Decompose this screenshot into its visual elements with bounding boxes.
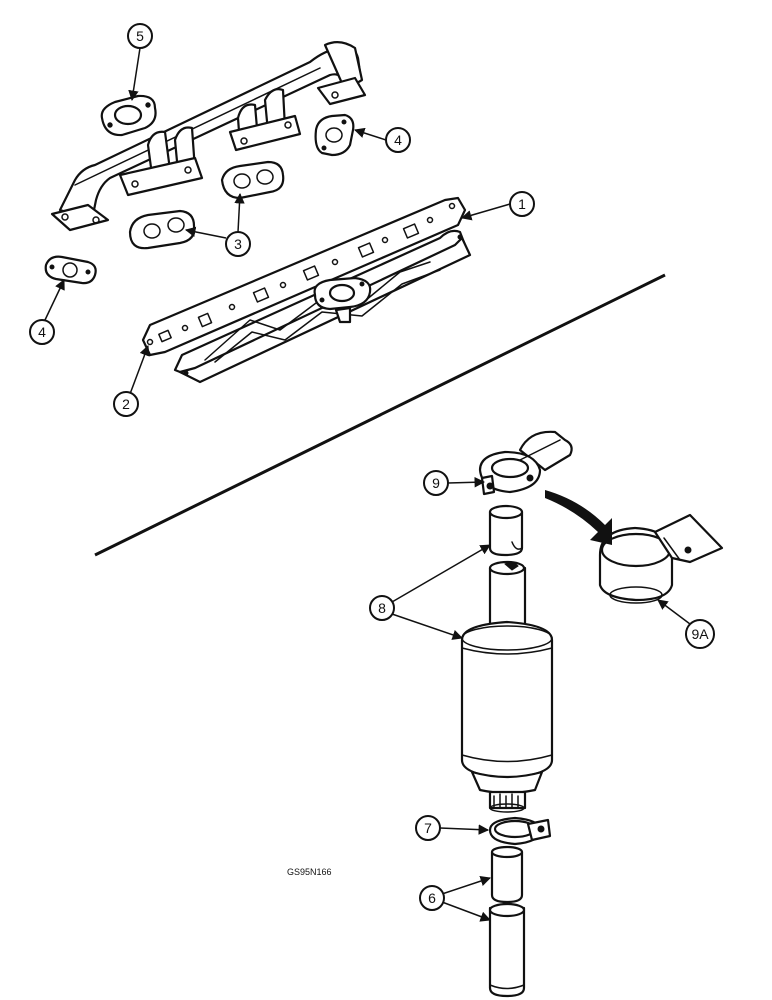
callout-2 — [113, 391, 139, 417]
gasket-3-left — [128, 209, 196, 250]
callout-5 — [127, 23, 153, 49]
gasket-4-lower — [44, 255, 97, 285]
transition-arrow — [545, 490, 612, 545]
gasket-4-upper — [314, 113, 355, 157]
callout-3 — [225, 231, 251, 257]
callout-4-upper — [385, 127, 411, 153]
callout-1-label: 1 — [518, 196, 526, 212]
figure-code: GS95N166 — [287, 867, 332, 877]
rain-cap-9a — [598, 513, 724, 604]
callout-7 — [415, 815, 441, 841]
callout-7-label: 7 — [424, 820, 432, 836]
callout-2-label: 2 — [122, 396, 130, 412]
clamp-7 — [488, 816, 552, 846]
callout-8-label: 8 — [378, 600, 386, 616]
callout-9a-label: 9A — [691, 626, 709, 642]
callout-4-lower — [29, 319, 55, 345]
tail-pipe-6-upper — [490, 845, 524, 904]
section-divider — [94, 273, 666, 557]
exhaust-manifold — [50, 41, 367, 232]
tail-pipe-6-lower — [488, 902, 526, 998]
callout-9 — [423, 470, 449, 496]
callout-4-lower-label: 4 — [38, 324, 46, 340]
callout-8 — [369, 595, 395, 621]
callout-6 — [419, 885, 445, 911]
gasket-3-right — [220, 160, 285, 200]
callout-9-label: 9 — [432, 475, 440, 491]
intake-manifold-1 — [173, 229, 472, 384]
callout-6-label: 6 — [428, 890, 436, 906]
exhaust-pipe-8 — [488, 504, 524, 557]
callout-4-upper-label: 4 — [394, 132, 402, 148]
callout-1 — [509, 191, 535, 217]
callout-3-label: 3 — [234, 236, 242, 252]
callout-5-label: 5 — [136, 28, 144, 44]
rain-cap-clamp-9 — [478, 430, 573, 496]
muffler-8 — [460, 560, 554, 813]
callout-9a — [685, 619, 715, 649]
manifold-gasket-2 — [141, 196, 467, 357]
